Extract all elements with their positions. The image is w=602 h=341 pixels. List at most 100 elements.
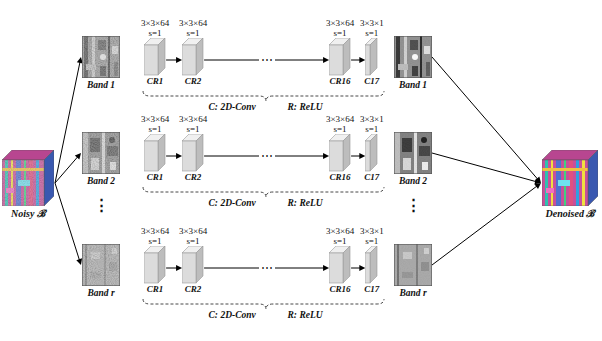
figure-part [365,134,378,172]
figure-part [82,36,120,78]
figure-part [394,132,432,174]
layer-brackets [143,91,384,309]
kernel-size: 3×3×1 s=1 [360,18,384,38]
arrow-head [77,57,83,63]
figure-part [196,246,203,283]
conv-block [144,246,166,284]
conv-block [144,38,166,76]
band-picture [394,244,432,286]
conv-block [144,134,166,172]
figure-part [2,160,44,206]
connector-arrow [351,153,365,159]
conv-layer: 3×3×1 s=1C17 [360,226,384,295]
connector-line [166,156,177,157]
figure-part [144,246,166,284]
band-image: Band 2 [82,132,120,187]
conv-layer: 3×3×64 s=1CR16 [326,18,354,87]
dashed-brace [143,299,384,309]
data-cube: Denoised ℬ [542,150,598,220]
figure-part [82,36,119,77]
band-label: Band r [87,287,114,299]
figure-part [82,132,120,174]
band-label: Band r [399,287,426,299]
kernel-size: 3×3×64 s=1 [141,18,169,38]
arrow-head [359,153,365,159]
connector-arrow [351,57,365,63]
layer-name: CR16 [330,284,351,295]
kernel-size: 3×3×64 s=1 [326,114,354,134]
conv-layer: 3×3×64 s=1CR16 [326,226,354,295]
figure-part [394,244,432,286]
kernel-size: 3×3×64 s=1 [179,114,207,134]
layer-name: CR16 [330,172,351,183]
figure-part [329,45,343,75]
figure-part [182,246,204,284]
conv-layer: 3×3×64 s=1CR1 [141,226,169,295]
connector-arrow [55,183,82,265]
figure-part [365,246,378,284]
arrow-head [323,153,329,159]
conv-layer: 3×3×64 s=1CR2 [179,18,207,87]
figure-part [329,246,351,284]
figure-part [370,134,377,171]
figure-part [82,132,119,173]
layer-name: CR2 [185,284,202,295]
band-picture [394,36,432,78]
figure-part [329,38,351,76]
figure-part [365,141,370,171]
figure-part [82,244,120,286]
conv-block [365,38,378,76]
arrow-head [76,258,82,265]
legend-note: C: 2D-Conv [209,198,256,209]
figure-part [542,160,588,206]
layer-name: C17 [364,172,379,183]
figure-part [82,132,120,174]
connector-arrow [55,57,83,183]
edge-label: ⋯ [259,54,275,66]
cube-label: Denoised ℬ [546,208,595,220]
legend-note: C: 2D-Conv [209,310,256,321]
band-label: Band 1 [87,79,115,91]
connector-line [351,156,360,157]
conv-layer: 3×3×64 s=1CR1 [141,18,169,87]
conv-block [182,134,204,172]
connector-arrow [432,57,541,183]
figure-part [196,134,203,171]
figure-part [542,150,598,206]
kernel-size: 3×3×64 s=1 [141,226,169,246]
figure-part [2,150,54,206]
conv-block [182,38,204,76]
ellipsis-mark: ⋮ [94,196,109,214]
conv-block [365,246,378,284]
kernel-size: 3×3×64 s=1 [326,18,354,38]
figure-part [158,246,165,283]
connector-line [55,62,80,183]
figure-part [343,246,350,283]
connector-line [432,186,537,265]
figure-part [82,36,120,78]
band-image: Band r [394,244,432,299]
figure-part [588,150,598,206]
band-image: Band 2 [394,132,432,187]
figure-part [370,246,377,283]
figure-part [329,141,343,171]
layer-name: CR2 [185,172,202,183]
connector-arrow [432,183,541,265]
arrow-head [323,57,329,63]
connector-arrow [55,153,81,183]
dashed-brace [143,187,384,197]
band-picture [82,36,120,78]
figure-part [182,134,204,172]
arrow-head [359,265,365,271]
connector-line [351,268,360,269]
figure-part [82,244,119,285]
conv-block [182,246,204,284]
figure-part [182,141,196,171]
figure-part [182,45,196,75]
arrow-head [75,153,81,159]
data-cube: Noisy ℬ [2,150,54,220]
kernel-size: 3×3×1 s=1 [360,226,384,246]
arrow-head [323,265,329,271]
figure-part [82,244,120,286]
